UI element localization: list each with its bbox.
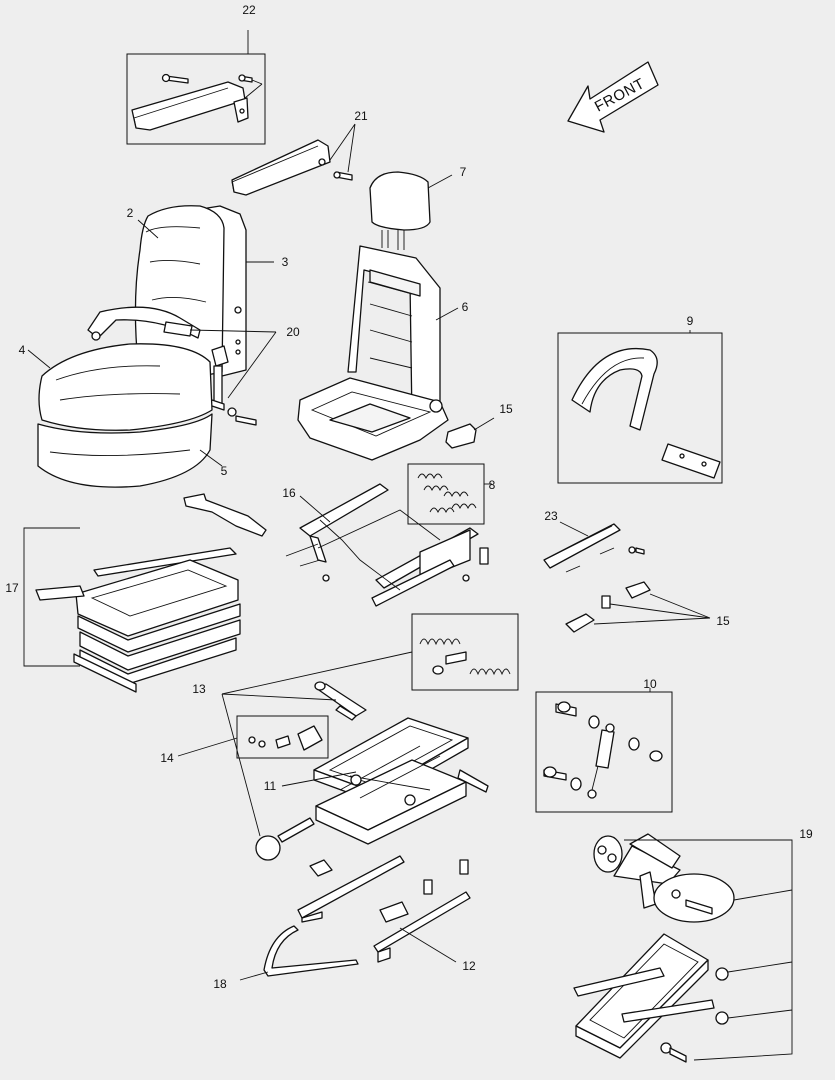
callout-10: 10 (643, 677, 657, 691)
callout-9: 9 (687, 314, 694, 328)
callout-17: 17 (5, 581, 19, 595)
belt-strap-kit-box (557, 330, 723, 484)
callout-18: 18 (213, 977, 227, 991)
seat-cushion (27, 343, 223, 488)
callout-20: 20 (286, 325, 300, 339)
front-direction-arrow: FRONT (567, 61, 659, 133)
armrest-right (231, 123, 356, 196)
seat-backrest (134, 205, 274, 377)
callout-3: 3 (282, 255, 289, 269)
callout-15-lower: 15 (716, 614, 730, 628)
callout-21: 21 (354, 109, 368, 123)
callout-8: 8 (489, 478, 496, 492)
callout-16: 16 (282, 486, 296, 500)
callout-13: 13 (192, 682, 206, 696)
callout-12: 12 (462, 959, 476, 973)
trim-block-upper (445, 417, 495, 449)
callout-19: 19 (799, 827, 813, 841)
trim-block-lower (565, 581, 711, 633)
callout-5: 5 (221, 464, 228, 478)
callout-labels: 22 21 7 2 3 6 20 9 4 15 5 8 16 23 17 15 … (5, 3, 813, 991)
suspension-spring-kit-box (221, 613, 519, 695)
armrest-kit-box (126, 30, 266, 145)
slide-rail (543, 521, 645, 573)
mounting-console (573, 833, 793, 1063)
seat-slide-frame (285, 483, 489, 607)
suspension-bellows-assembly (23, 493, 267, 693)
release-lever-rod (239, 925, 359, 981)
adjustment-shaft-and-knob (221, 681, 367, 861)
callout-14: 14 (160, 751, 174, 765)
bracket-kit-box (177, 715, 329, 759)
headrest (369, 171, 453, 250)
callout-23: 23 (544, 509, 558, 523)
scissor-suspension (281, 717, 489, 845)
callout-6: 6 (462, 300, 469, 314)
shock-absorber-kit-box (535, 688, 673, 813)
callout-11: 11 (264, 779, 277, 793)
callout-15-upper: 15 (499, 402, 513, 416)
spring-kit-box (407, 463, 492, 525)
callout-2: 2 (127, 206, 134, 220)
callout-7: 7 (460, 165, 467, 179)
backrest-frame (297, 245, 459, 461)
mounting-rails (297, 855, 471, 963)
callout-4: 4 (19, 343, 26, 357)
callout-22: 22 (242, 3, 256, 17)
